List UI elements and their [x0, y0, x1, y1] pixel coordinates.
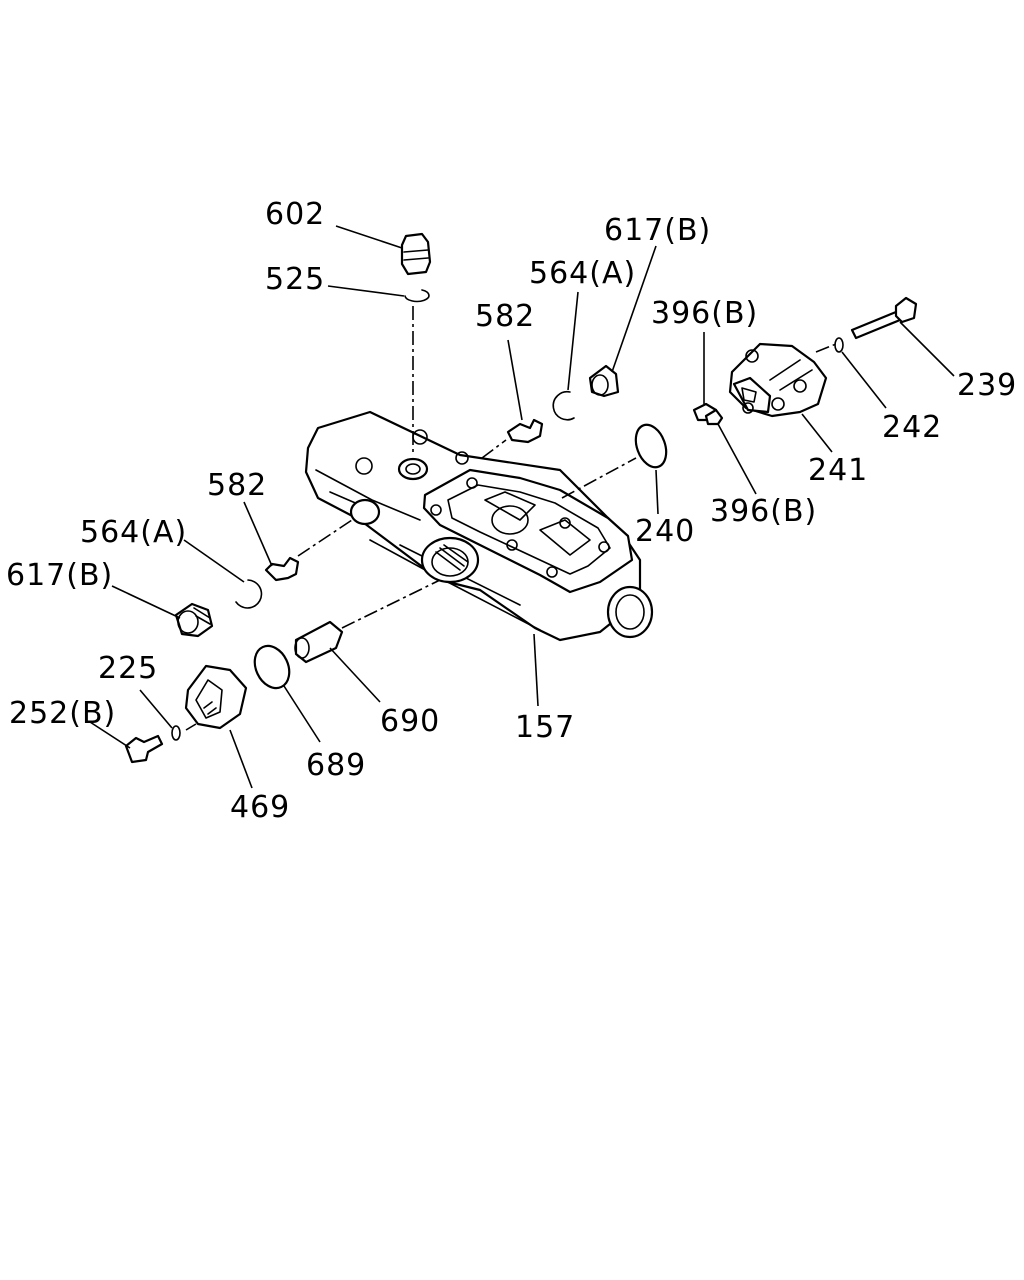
label-617b-left: 617(B): [6, 558, 113, 593]
part-396b-pins: [692, 402, 724, 426]
part-252b-bolt: [124, 734, 164, 764]
label-239: 239: [957, 368, 1017, 403]
label-396b-mid: 396(B): [710, 494, 817, 529]
part-labels: 602 525 582 564(A) 617(B) 396(B) 239 242…: [6, 197, 1017, 825]
label-396b-top: 396(B): [651, 296, 758, 331]
part-602-plug: [400, 232, 432, 276]
label-564a-left: 564(A): [80, 515, 187, 550]
label-582-top: 582: [475, 299, 535, 334]
part-469-cover: [184, 664, 248, 730]
valve-body-housing: [304, 410, 654, 642]
label-690: 690: [380, 704, 440, 739]
part-582-top-bolt: [506, 418, 544, 444]
label-602: 602: [265, 197, 325, 232]
label-240: 240: [635, 514, 695, 549]
part-239-bolt: [850, 296, 918, 340]
assembly-center-lines: [185, 306, 837, 731]
part-564a-top-clip: [552, 390, 575, 421]
label-225: 225: [98, 651, 158, 686]
part-689-o-ring: [253, 644, 291, 690]
label-525: 525: [265, 262, 325, 297]
part-564a-left-clip: [235, 579, 263, 609]
label-241: 241: [808, 453, 868, 488]
part-617b-top-plug: [588, 364, 620, 398]
part-240-o-ring: [634, 423, 668, 469]
part-617b-left-plug: [174, 602, 214, 638]
label-689: 689: [306, 748, 366, 783]
part-225-washer: [171, 725, 181, 741]
label-157: 157: [515, 710, 575, 745]
label-564a-top: 564(A): [529, 256, 636, 291]
part-241-pump-assembly: [728, 342, 828, 418]
label-582-left: 582: [207, 468, 267, 503]
leader-lines: [89, 225, 955, 789]
label-252b: 252(B): [9, 696, 116, 731]
label-469: 469: [230, 790, 290, 825]
part-690-sleeve: [294, 620, 344, 664]
label-242: 242: [882, 410, 942, 445]
part-525-clip: [404, 289, 430, 303]
part-242-washer: [834, 337, 844, 353]
label-617b-top: 617(B): [604, 213, 711, 248]
part-582-left-bolt: [264, 556, 300, 582]
